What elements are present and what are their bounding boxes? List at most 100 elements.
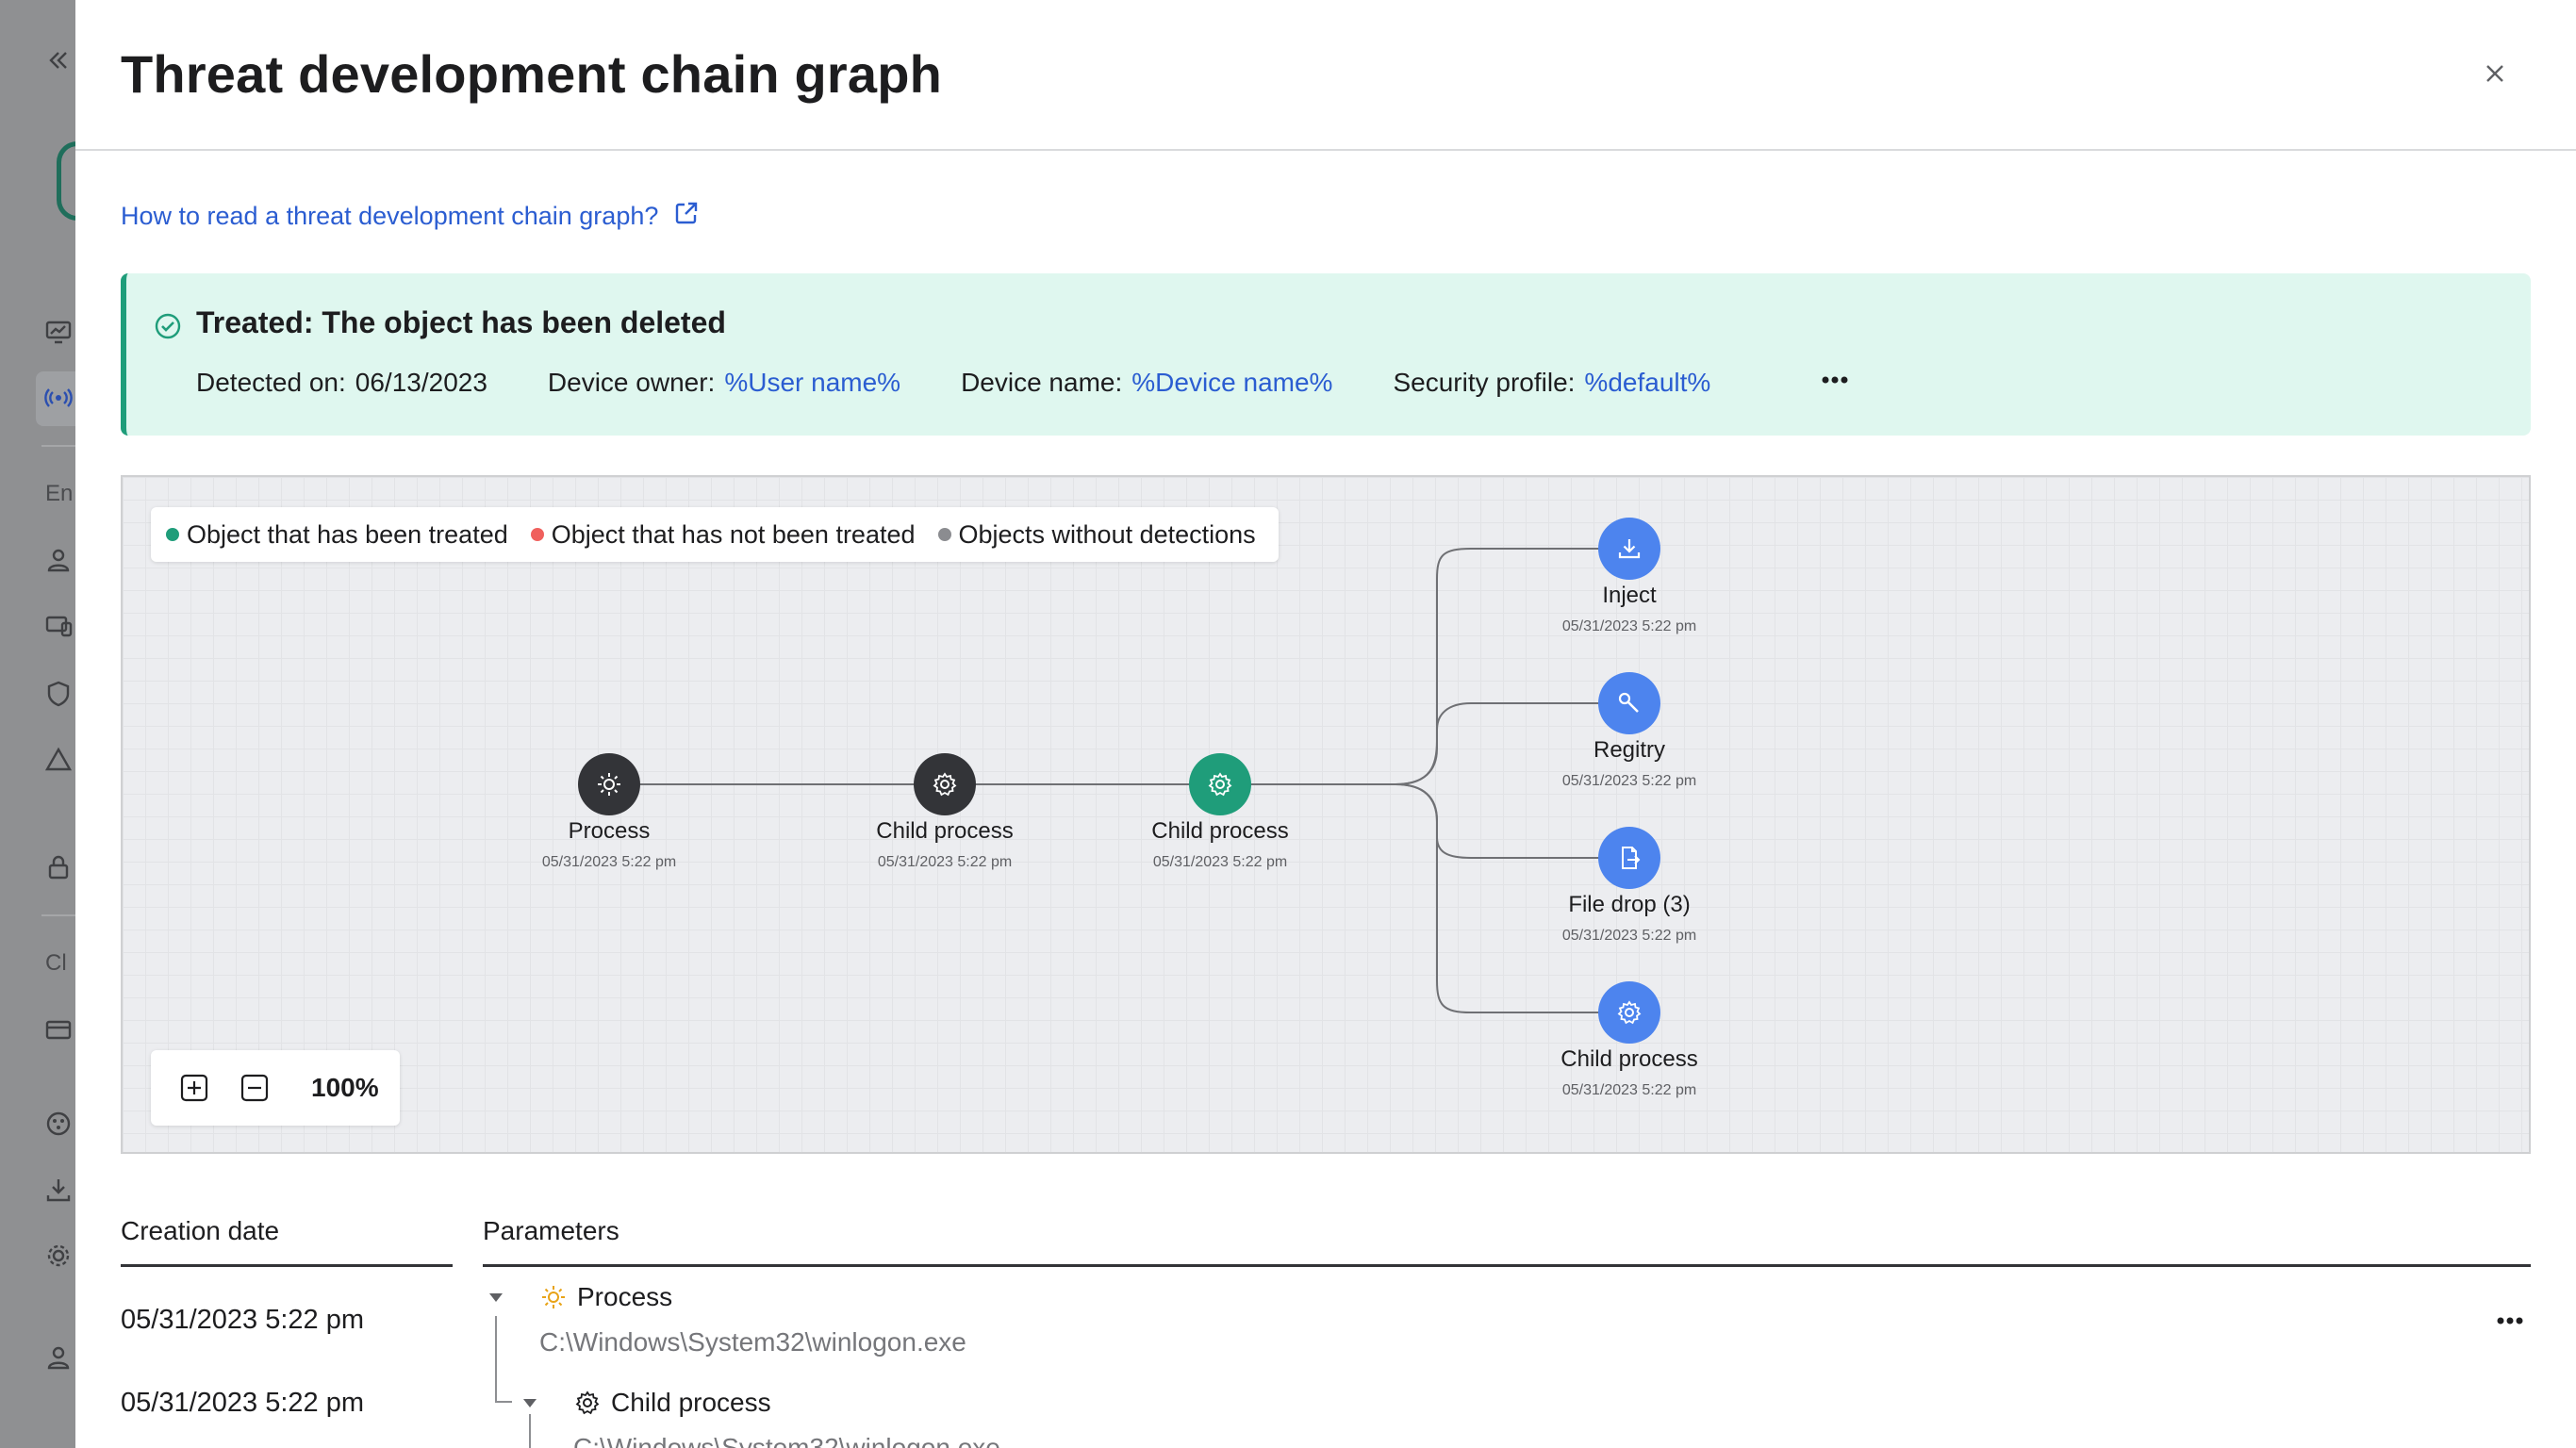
gear-icon[interactable]	[43, 1241, 74, 1271]
status-banner: Treated: The object has been deleted Det…	[121, 273, 2531, 436]
card-icon[interactable]	[43, 1014, 74, 1045]
row-creation-date: 05/31/2023 5:22 pm	[121, 1388, 364, 1418]
zoom-controls: 100%	[151, 1050, 400, 1126]
device-label: Device name:	[961, 368, 1123, 397]
gear-icon	[1208, 772, 1232, 797]
tree-connector	[495, 1316, 497, 1403]
column-header-creation-date[interactable]: Creation date	[121, 1216, 280, 1245]
node-date: 05/31/2023 5:22 pm	[1561, 1082, 1697, 1098]
external-link-icon	[673, 200, 700, 233]
column-underline	[121, 1264, 453, 1267]
legend-label: Object that has not been treated	[551, 519, 916, 549]
sidebar-divider	[41, 914, 75, 916]
devices-icon[interactable]	[43, 611, 74, 641]
lock-icon[interactable]	[43, 852, 74, 882]
device-owner: Device owner: %User name%	[548, 368, 900, 398]
node-label: Child process	[876, 818, 1014, 844]
owner-link[interactable]: %User name%	[724, 368, 901, 397]
row-creation-date: 05/31/2023 5:22 pm	[121, 1305, 364, 1335]
legend-label: Object that has been treated	[187, 519, 508, 549]
tree-item-name[interactable]: Process	[577, 1282, 673, 1311]
tree-connector	[529, 1414, 531, 1448]
detected-on: Detected on: 06/13/2023	[196, 368, 487, 398]
legend-treated: Object that has been treated	[166, 520, 508, 550]
download-icon	[1618, 539, 1641, 559]
tree-item-path: C:\Windows\System32\winlogon.exe	[539, 1327, 966, 1357]
legend-label: Objects without detections	[958, 519, 1256, 549]
panel-header: Threat development chain graph	[75, 0, 2576, 151]
legend-not-treated: Object that has not been treated	[530, 519, 916, 550]
sidebar-section-label: En	[45, 481, 74, 506]
graph-node-child-process-2[interactable]	[1598, 981, 1660, 1044]
profile-label: Security profile:	[1393, 368, 1576, 397]
sidebar-divider	[41, 445, 75, 447]
security-profile: Security profile: %default%	[1393, 368, 1710, 398]
node-date: 05/31/2023 5:22 pm	[1561, 618, 1697, 634]
node-label: File drop (3)	[1568, 892, 1691, 917]
graph-node-process[interactable]	[578, 753, 640, 815]
node-label: Inject	[1602, 583, 1657, 608]
double-chevron-left-icon[interactable]	[43, 45, 74, 75]
legend-dot-no-detections	[937, 528, 951, 541]
broadcast-icon[interactable]	[43, 383, 74, 413]
node-label: Process	[568, 818, 651, 844]
column-header-parameters[interactable]: Parameters	[483, 1216, 619, 1245]
owner-label: Device owner:	[547, 368, 716, 397]
check-circle-icon	[153, 311, 183, 341]
tree-item-name[interactable]: Child process	[611, 1388, 771, 1417]
device-link[interactable]: %Device name%	[1131, 368, 1333, 397]
node-label: Child process	[1151, 818, 1289, 844]
graph-node-child-process-treated[interactable]	[1189, 753, 1251, 815]
close-icon[interactable]	[2480, 58, 2510, 89]
monitor-chart-icon[interactable]	[43, 317, 74, 347]
threat-graph-panel: Threat development chain graph How to re…	[75, 0, 2576, 1448]
detected-label: Detected on:	[196, 368, 346, 397]
sidebar-active-item[interactable]	[36, 371, 75, 426]
node-label: Regitry	[1593, 737, 1666, 763]
graph-node-inject[interactable]	[1598, 518, 1660, 580]
page-title: Threat development chain graph	[121, 44, 943, 104]
gear-icon	[573, 1389, 602, 1417]
zoom-out-icon[interactable]	[239, 1073, 270, 1103]
more-horizontal-icon[interactable]	[2489, 1310, 2531, 1331]
gear-icon	[1617, 1000, 1642, 1025]
tree-connector	[495, 1401, 512, 1403]
node-date: 05/31/2023 5:22 pm	[1152, 854, 1288, 870]
zoom-level: 100%	[311, 1073, 379, 1102]
more-horizontal-icon[interactable]	[1814, 366, 1856, 394]
node-label: Child process	[1560, 1046, 1698, 1072]
node-date: 05/31/2023 5:22 pm	[541, 854, 677, 870]
graph-node-child-process[interactable]	[914, 753, 976, 815]
legend-dot-treated	[166, 528, 179, 541]
zoom-in-icon[interactable]	[179, 1073, 209, 1103]
shield-icon[interactable]	[43, 679, 74, 709]
help-link[interactable]: How to read a threat development chain g…	[121, 200, 700, 233]
download-icon[interactable]	[43, 1175, 74, 1205]
detected-value: 06/13/2023	[355, 368, 487, 397]
tree-toggle-arrow[interactable]	[520, 1393, 539, 1412]
wrench-icon	[1618, 692, 1639, 713]
sidebar-section-label: Cl	[45, 950, 67, 976]
graph-legend: Object that has been treated Object that…	[151, 507, 1279, 562]
palette-icon[interactable]	[43, 1109, 74, 1139]
tree-toggle-arrow[interactable]	[487, 1288, 505, 1307]
column-underline	[483, 1264, 2531, 1267]
node-date: 05/31/2023 5:22 pm	[877, 854, 1013, 870]
sun-icon	[539, 1283, 568, 1311]
profile-link[interactable]: %default%	[1584, 368, 1711, 397]
app-sidebar: En Cl	[0, 0, 94, 1448]
alert-icon[interactable]	[43, 745, 74, 775]
graph-node-registry[interactable]	[1598, 672, 1660, 734]
graph-node-file-drop[interactable]	[1598, 827, 1660, 889]
user-icon[interactable]	[43, 1342, 74, 1373]
legend-dot-not-treated	[530, 528, 544, 541]
node-date: 05/31/2023 5:22 pm	[1561, 928, 1697, 944]
sun-icon	[598, 773, 620, 796]
tree-item-path: C:\Windows\System32\winlogon.exe	[573, 1433, 1000, 1448]
banner-meta: Detected on: 06/13/2023 Device owner: %U…	[196, 368, 1771, 398]
user-icon[interactable]	[43, 545, 74, 575]
status-title: Treated: The object has been deleted	[196, 305, 726, 339]
chain-graph-canvas[interactable]: Object that has been treated Object that…	[121, 475, 2531, 1154]
device-name: Device name: %Device name%	[961, 368, 1332, 398]
node-date: 05/31/2023 5:22 pm	[1561, 773, 1697, 789]
